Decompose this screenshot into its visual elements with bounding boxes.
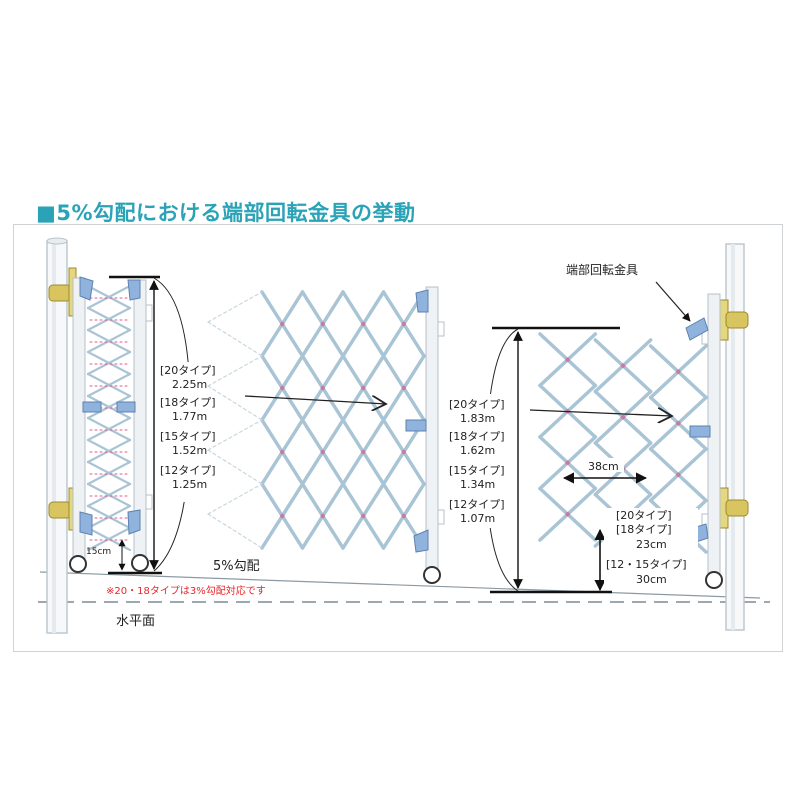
slope-note: ※20・18タイプは3%勾配対応です <box>106 584 266 597</box>
lattice-pin <box>620 363 626 368</box>
ghost-bar <box>207 385 263 421</box>
left-gap-label: 15cm <box>86 547 111 557</box>
lattice-pin <box>565 357 570 362</box>
hinge-pointer <box>655 281 691 322</box>
folded-bar <box>86 526 132 552</box>
lattice-pin <box>620 415 626 420</box>
folded-bar <box>86 482 132 508</box>
lattice-pin <box>280 321 285 327</box>
folded-bar <box>86 306 132 332</box>
folded-bar <box>86 416 132 442</box>
right-wall-post <box>725 243 745 631</box>
folded-bar <box>86 350 132 376</box>
left-value-18: 1.77m <box>172 410 207 423</box>
right-value-20: 1.83m <box>460 412 495 425</box>
folded-bar <box>86 504 132 530</box>
lattice-pin <box>320 449 325 455</box>
right-gap-value-20-18: 23cm <box>636 538 667 551</box>
ghost-bar <box>207 513 263 549</box>
left-hinges <box>79 276 141 536</box>
left-type-18: [18タイプ] <box>160 396 216 409</box>
width-label: 38cm <box>588 460 619 473</box>
ground-lines <box>38 571 770 603</box>
left-type-12: [12タイプ] <box>160 464 216 477</box>
ghost-bar <box>207 449 263 485</box>
ghost-bar <box>207 291 263 323</box>
lattice-pin <box>565 512 570 517</box>
lattice-pin <box>320 513 325 519</box>
ghost-bar <box>207 483 263 515</box>
lattice-pin <box>320 321 325 327</box>
right-gap-bg <box>604 508 698 588</box>
left-type-20: [20タイプ] <box>160 364 216 377</box>
lattice-pin <box>676 369 681 374</box>
right-type-12: [12タイプ] <box>449 498 505 511</box>
right-brass-fittings <box>719 299 749 529</box>
lattice-pin <box>280 513 285 519</box>
folded-bar <box>86 284 132 310</box>
expanded-lattice <box>207 290 426 550</box>
lattice-pin <box>676 421 681 426</box>
slope-label: 5%勾配 <box>213 559 260 574</box>
ghost-bar <box>207 419 263 451</box>
hinge-label: 端部回転金具 <box>566 262 638 277</box>
right-type-15: [15タイプ] <box>449 464 505 477</box>
middle-post <box>405 286 445 584</box>
left-wall-post <box>46 237 68 634</box>
right-gate-post <box>701 293 723 589</box>
section-title: ■5%勾配における端部回転金具の挙動 <box>36 201 416 225</box>
ghost-bar <box>207 355 263 387</box>
lattice-pin <box>361 513 366 519</box>
lattice-pin <box>361 385 366 391</box>
lattice-pin <box>280 449 285 455</box>
right-label-bg <box>448 394 516 528</box>
lattice-pin <box>280 385 285 391</box>
left-value-12: 1.25m <box>172 478 207 491</box>
left-value-20: 2.25m <box>172 378 207 391</box>
lattice-pin <box>401 385 406 391</box>
left-heights-list: [20タイプ] 2.25m [18タイプ] 1.77m [15タイプ] 1.52… <box>160 364 216 491</box>
folded-bar <box>86 438 132 464</box>
folded-bar <box>86 460 132 486</box>
right-gap-type-18: [18タイプ] <box>616 523 672 536</box>
left-type-15: [15タイプ] <box>160 430 216 443</box>
lattice-pin <box>361 449 366 455</box>
folded-lattice <box>86 284 132 552</box>
lattice-pin <box>401 321 406 327</box>
left-label-bg <box>160 362 232 502</box>
lattice-pin <box>565 460 570 465</box>
lattice-pin <box>361 321 366 327</box>
right-type-18: [18タイプ] <box>449 430 505 443</box>
lattice-pin <box>401 513 406 519</box>
right-gap-type-20: [20タイプ] <box>616 509 672 522</box>
right-value-18: 1.62m <box>460 444 495 457</box>
right-gap-labels: [20タイプ] [18タイプ] 23cm [12・15タイプ] 30cm <box>606 509 687 586</box>
right-heights-list: [20タイプ] 1.83m [18タイプ] 1.62m [15タイプ] 1.34… <box>449 398 505 525</box>
expand-arrow-right <box>529 410 672 416</box>
right-gap-type-12-15: [12・15タイプ] <box>606 558 687 571</box>
lattice-pin <box>320 385 325 391</box>
expand-arrow-left <box>244 395 386 404</box>
diagram-frame <box>13 224 783 652</box>
right-gap-value-12-15: 30cm <box>636 573 667 586</box>
folded-bar <box>86 394 132 420</box>
folded-bar <box>86 328 132 354</box>
right-value-12: 1.07m <box>460 512 495 525</box>
lattice-pin <box>676 472 681 477</box>
horizontal-plane-label: 水平面 <box>116 614 155 629</box>
width-label-bg <box>584 458 624 472</box>
right-type-20: [20タイプ] <box>449 398 505 411</box>
left-wheels <box>69 554 149 573</box>
right-value-15: 1.34m <box>460 478 495 491</box>
left-value-15: 1.52m <box>172 444 207 457</box>
folded-bar <box>86 372 132 398</box>
ghost-bar <box>207 321 263 357</box>
lattice-pin <box>401 449 406 455</box>
